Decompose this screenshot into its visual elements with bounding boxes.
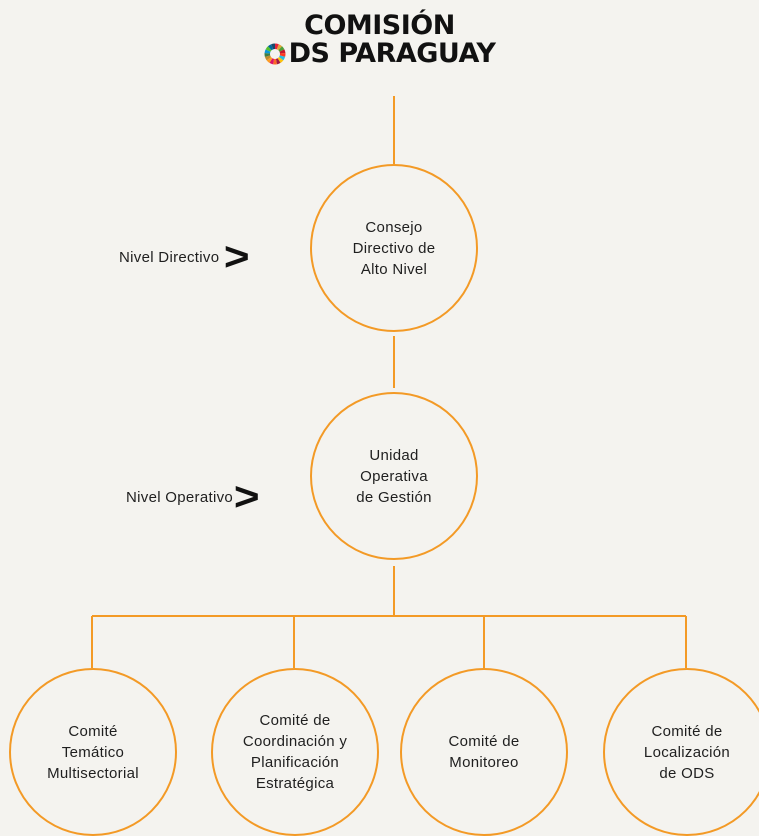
logo-title: COMISIÓN	[304, 10, 455, 41]
node-comite-coordinacion: Comité de Coordinación y Planificación E…	[211, 668, 379, 836]
sdg-wheel-segment	[279, 49, 286, 54]
sdg-wheel-segment	[265, 46, 272, 52]
chevron-right-icon: >	[224, 235, 251, 279]
level-operativo-label: Nivel Operativo	[126, 488, 234, 506]
sdg-wheel-segment	[277, 46, 285, 52]
sdg-wheel-segment	[275, 58, 281, 65]
sdg-wheel-segment	[278, 55, 285, 61]
sdg-wheel-segment	[276, 44, 282, 51]
logo-subtitle: DS PARAGUAY	[264, 40, 496, 68]
level-directivo: Nivel Directivo >	[119, 235, 251, 279]
node-comite-tematico: Comité Temático Multisectorial	[9, 668, 177, 836]
sdg-wheel-segment	[269, 58, 274, 65]
node-comite-localizacion: Comité de Localización de ODS	[603, 668, 759, 836]
logo: COMISIÓN DS PARAGUAY	[0, 12, 759, 70]
sdg-wheel-segment	[267, 44, 273, 51]
level-directivo-label: Nivel Directivo	[119, 248, 220, 266]
sdg-wheel-segment	[272, 58, 277, 65]
sdg-wheel-segment	[266, 57, 272, 63]
chevron-right-icon: >	[233, 475, 260, 519]
node-consejo-directivo: Consejo Directivo de Alto Nivel	[310, 164, 478, 332]
sdg-wheel-segment	[264, 49, 271, 54]
level-operativo: Nivel Operativo >	[126, 475, 260, 519]
sdg-wheel-segment	[264, 55, 271, 61]
sdg-wheel-segment	[277, 57, 283, 63]
node-comite-monitoreo: Comité de Monitoreo	[400, 668, 568, 836]
sdg-wheel-segment	[274, 43, 279, 50]
node-unidad-operativa: Unidad Operativa de Gestión	[310, 392, 478, 560]
sdg-wheel-segment	[264, 53, 270, 57]
sdg-wheel-icon	[264, 43, 286, 65]
logo-subtitle-text: DS PARAGUAY	[288, 38, 496, 69]
sdg-wheel-segment	[270, 43, 275, 50]
sdg-wheel-segment	[279, 53, 286, 57]
